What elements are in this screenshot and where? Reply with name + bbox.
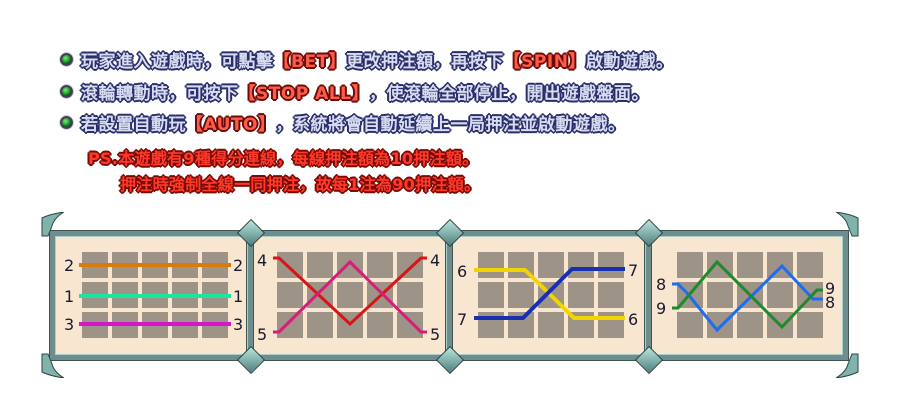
label-right: 1: [233, 287, 243, 306]
label-left: 4: [257, 251, 267, 270]
label-right: 9: [825, 279, 835, 298]
divider: [247, 231, 253, 360]
label-right: 5: [430, 325, 440, 344]
label-left: 7: [457, 310, 467, 329]
divider: [446, 231, 452, 360]
label-left: 5: [257, 325, 267, 344]
label-right: 2: [233, 256, 243, 275]
auto-button-label: 【AUTO】: [186, 114, 276, 135]
spin-button-label: 【SPIN】: [503, 51, 586, 72]
payline-panel-4: 8 9 9 8: [656, 252, 835, 338]
label-left: 8: [656, 275, 666, 294]
corner-ornament-icon: [835, 353, 859, 378]
bet-button-label: 【BET】: [273, 51, 347, 72]
green-bullet-icon: [60, 52, 73, 66]
label-right: 8: [825, 293, 835, 312]
payline-panel-1: 2 1 3 2 1 3: [64, 252, 243, 338]
payline-8: [672, 263, 823, 333]
payline-7: [474, 267, 625, 320]
corner-ornament-icon: [41, 353, 65, 378]
rule-text: 更改押注額，再按下: [346, 51, 504, 72]
payline-panel-3: 6 7 7 6: [457, 252, 638, 338]
payline-5: [273, 259, 427, 334]
payline-9: [672, 259, 823, 330]
green-bullet-icon: [60, 84, 73, 98]
label-right: 4: [430, 251, 440, 270]
divider: [645, 231, 651, 360]
rule-2: 滾輪轉動時，可按下 【STOP ALL】 ，使滾輪全部停止，開出遊戲盤面。: [60, 79, 649, 104]
green-bullet-icon: [60, 115, 73, 129]
payline-panel-2: 4 5 4 5: [257, 251, 440, 344]
rule-text: 若設置自動玩: [81, 114, 186, 135]
stop-all-button-label: 【STOP ALL】: [238, 83, 369, 104]
rule-text: ，系統將會自動延續上一局押注並啟動遊戲。: [275, 114, 626, 135]
label-right: 7: [628, 261, 638, 280]
label-right: 3: [233, 315, 243, 334]
rule-text: 滾輪轉動時，可按下: [81, 83, 239, 104]
label-left: 2: [64, 256, 74, 275]
rule-text: 啟動遊戲。: [585, 51, 674, 72]
ps-note-line-2: 押注時強制全線一同押注，故每1注為90押注額。: [120, 175, 481, 194]
payline-4: [273, 256, 427, 327]
corner-ornament-icon: [41, 212, 65, 237]
rule-text: ，使滾輪全部停止，開出遊戲盤面。: [369, 83, 649, 104]
label-left: 9: [656, 299, 666, 318]
ps-note-line-1: PS.本遊戲有9種得分連線，每線押注額為10押注額。: [88, 149, 479, 168]
rule-1: 玩家進入遊戲時，可點擊 【BET】 更改押注額，再按下 【SPIN】 啟動遊戲。: [60, 47, 674, 72]
rule-3: 若設置自動玩 【AUTO】 ，系統將會自動延續上一局押注並啟動遊戲。: [60, 110, 626, 135]
label-left: 6: [457, 262, 467, 281]
rule-text: 玩家進入遊戲時，可點擊: [81, 51, 274, 72]
label-left: 3: [64, 315, 74, 334]
label-left: 1: [64, 287, 74, 306]
corner-ornament-icon: [835, 212, 859, 237]
label-right: 6: [628, 310, 638, 329]
